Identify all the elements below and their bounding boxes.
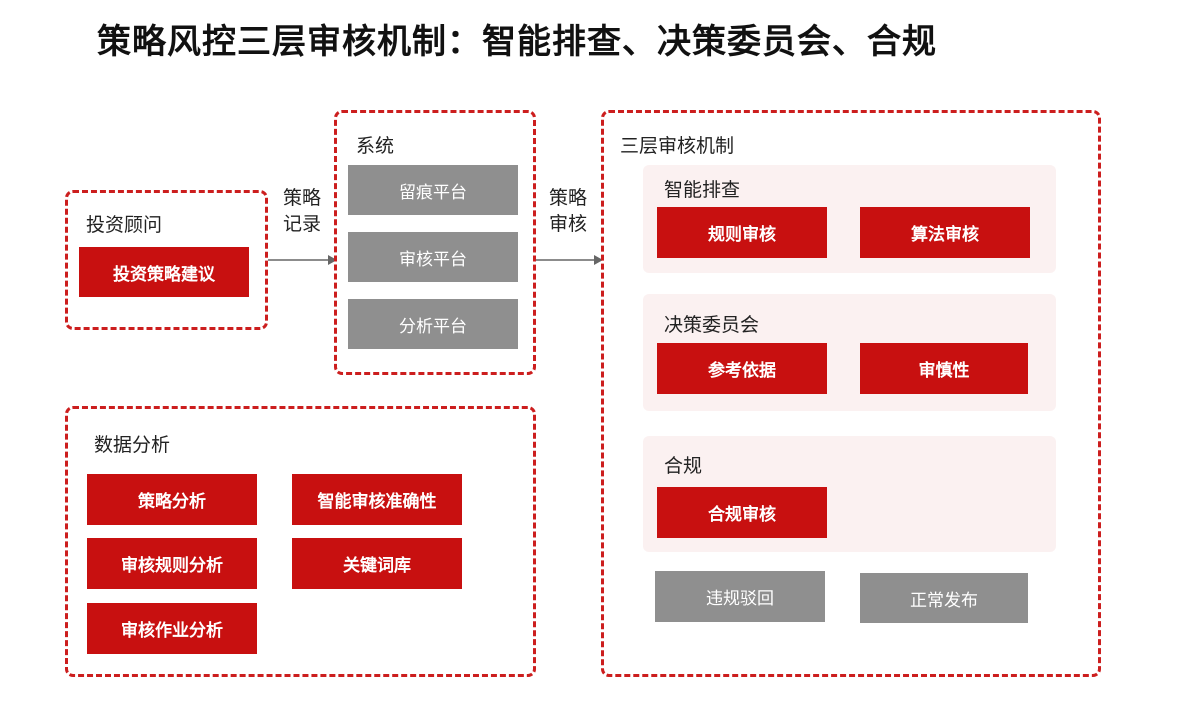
system-box — [334, 110, 536, 375]
arrow-system-to-mechanism — [536, 255, 603, 265]
strategy-analysis-block: 策略分析 — [87, 474, 257, 525]
investment-strategy-advice-block: 投资策略建议 — [79, 247, 249, 297]
arrow-advisor-to-system — [268, 255, 337, 265]
advisor-box — [65, 190, 268, 330]
analysis-platform-block: 分析平台 — [348, 299, 518, 349]
keyword-library-block: 关键词库 — [292, 538, 462, 589]
strategy-review-label: 策略 审核 — [543, 185, 593, 237]
page-title: 策略风控三层审核机制：智能排查、决策委员会、合规 — [97, 22, 937, 62]
normal-release-block: 正常发布 — [860, 573, 1028, 623]
trace-platform-block: 留痕平台 — [348, 165, 518, 215]
compliance-review-block: 合规审核 — [657, 487, 827, 538]
data-analysis-label: 数据分析 — [94, 434, 171, 456]
strategy-record-line1: 策略 — [282, 187, 321, 209]
mechanism-label: 三层审核机制 — [620, 135, 735, 157]
rule-review-block: 规则审核 — [657, 207, 827, 258]
violation-rejected-block: 违规驳回 — [655, 571, 825, 622]
data-analysis-box — [65, 406, 536, 677]
mechanism-box — [601, 110, 1101, 677]
smart-review-accuracy-block: 智能审核准确性 — [292, 474, 462, 525]
committee-label: 决策委员会 — [664, 314, 760, 336]
system-label: 系统 — [356, 135, 395, 157]
review-platform-block: 审核平台 — [348, 232, 518, 282]
algorithm-review-block: 算法审核 — [860, 207, 1030, 258]
review-operation-analysis-block: 审核作业分析 — [87, 603, 257, 654]
strategy-review-line2: 审核 — [548, 213, 587, 235]
review-rule-analysis-block: 审核规则分析 — [87, 538, 257, 589]
reference-basis-block: 参考依据 — [657, 343, 827, 394]
strategy-record-label: 策略 记录 — [277, 185, 327, 237]
advisor-label: 投资顾问 — [86, 214, 163, 236]
compliance-label: 合规 — [664, 455, 703, 477]
strategy-record-line2: 记录 — [282, 213, 321, 235]
prudence-block: 审慎性 — [860, 343, 1028, 394]
strategy-review-line1: 策略 — [548, 187, 587, 209]
smart-screening-label: 智能排查 — [664, 179, 741, 201]
